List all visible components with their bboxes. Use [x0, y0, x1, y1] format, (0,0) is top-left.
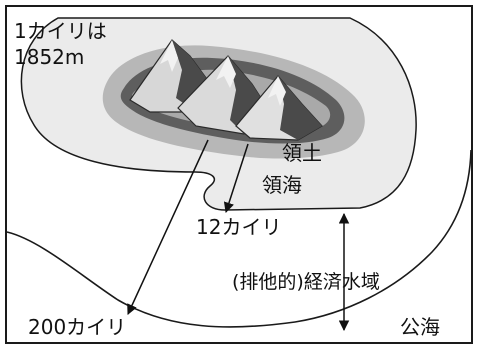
unit-definition-line2: 1852m: [14, 45, 84, 69]
territory-label: 領土: [282, 141, 322, 165]
territorial-sea-label: 領海: [262, 173, 302, 197]
high-seas-label: 公海: [400, 315, 440, 339]
twelve-nautical-miles-label: 12カイリ: [196, 215, 281, 239]
eez-label: (排他的)経済水域: [232, 271, 380, 293]
arrow-12-nautical-miles: [223, 143, 249, 213]
mountain-illustration: [129, 39, 323, 141]
arrow-200-nautical-miles: [127, 139, 209, 315]
unit-definition-line1: 1カイリは: [14, 19, 107, 43]
eez-outer-boundary-line: [6, 149, 472, 328]
two-hundred-nautical-miles-label: 200カイリ: [28, 315, 126, 339]
